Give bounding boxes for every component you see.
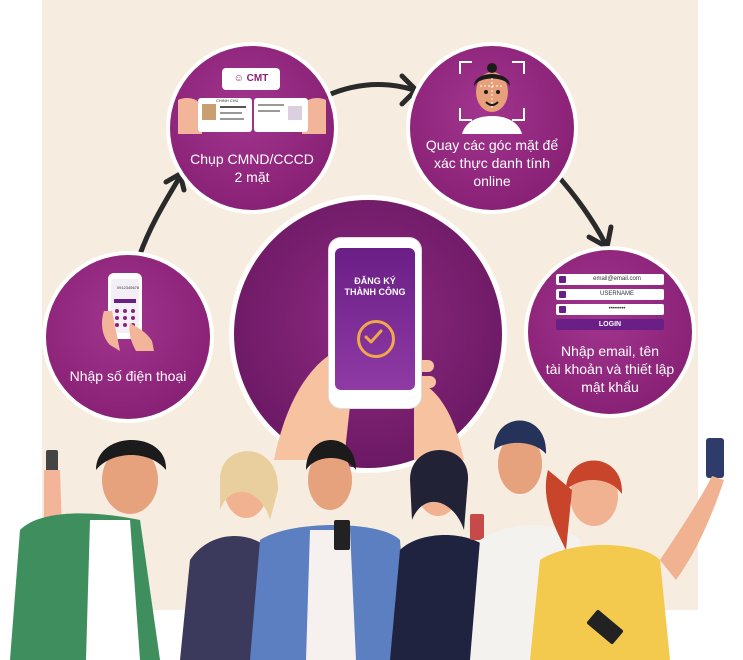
caption-line: Nhập email, tên <box>560 343 660 359</box>
login-button: LOGIN <box>556 319 664 330</box>
caption-line: 2 mặt <box>234 169 270 185</box>
email-field: email@email.com <box>556 274 664 285</box>
caption-line: online <box>473 173 511 189</box>
step-phone-number: 0912345678 Nhập số điện thoại <box>46 255 210 419</box>
people-illustration <box>0 410 743 660</box>
id-card-label: CHINH CHỦ <box>216 98 239 103</box>
step-email-account: email@email.com USERNAME •••••••• LOGIN … <box>528 250 692 414</box>
step-id-card: ☺ CMT CHINH CHỦ Chụp CMND/CCCD 2 mặt <box>170 46 334 210</box>
arrow-step1-to-step2 <box>135 171 187 263</box>
username-field: USERNAME <box>556 289 664 300</box>
step-email-account-caption: Nhập email, tên tài khoản và thiết lập m… <box>528 342 692 396</box>
crowd-illustration <box>10 420 724 660</box>
success-screen: ĐĂNG KÝ THÀNH CÔNG <box>335 248 415 390</box>
caption-line: Quay các góc mặt để <box>425 137 559 153</box>
success-title: ĐĂNG KÝ THÀNH CÔNG <box>335 276 415 298</box>
caption-line: xác thực danh tính <box>434 155 550 171</box>
phone-number-text: 0912345678 <box>116 285 140 290</box>
caption-line: Chụp CMND/CCCD <box>190 151 314 167</box>
cmt-badge-label: CMT <box>246 73 269 84</box>
success-title-line: ĐĂNG KÝ <box>354 276 396 286</box>
arrow-step3-to-step4 <box>554 172 614 250</box>
password-field: •••••••• <box>556 304 664 315</box>
checkmark-icon <box>357 320 395 358</box>
caption-line: tài khoản và thiết lập <box>545 361 675 377</box>
phone-illustration <box>102 273 154 351</box>
step-face-scan: Quay các góc mặt để xác thực danh tính o… <box>410 46 574 210</box>
id-card-illustration <box>178 98 326 134</box>
success-title-line: THÀNH CÔNG <box>344 287 406 297</box>
user-icon: ☺ <box>233 73 244 84</box>
step-face-scan-caption: Quay các góc mặt để xác thực danh tính o… <box>410 136 574 190</box>
caption-line: mật khẩu <box>581 379 639 395</box>
caption-line: Nhập số điện thoại <box>69 368 187 384</box>
face-scan-illustration <box>459 61 525 134</box>
registration-success: ĐĂNG KÝ THÀNH CÔNG <box>234 200 502 468</box>
login-form: email@email.com USERNAME •••••••• LOGIN <box>556 274 664 330</box>
arrow-step2-to-step3 <box>323 73 419 107</box>
cmt-badge: ☺ CMT <box>222 68 280 90</box>
step-id-card-caption: Chụp CMND/CCCD 2 mặt <box>170 150 334 186</box>
step-phone-number-caption: Nhập số điện thoại <box>46 367 210 385</box>
success-phone: ĐĂNG KÝ THÀNH CÔNG <box>329 238 421 408</box>
